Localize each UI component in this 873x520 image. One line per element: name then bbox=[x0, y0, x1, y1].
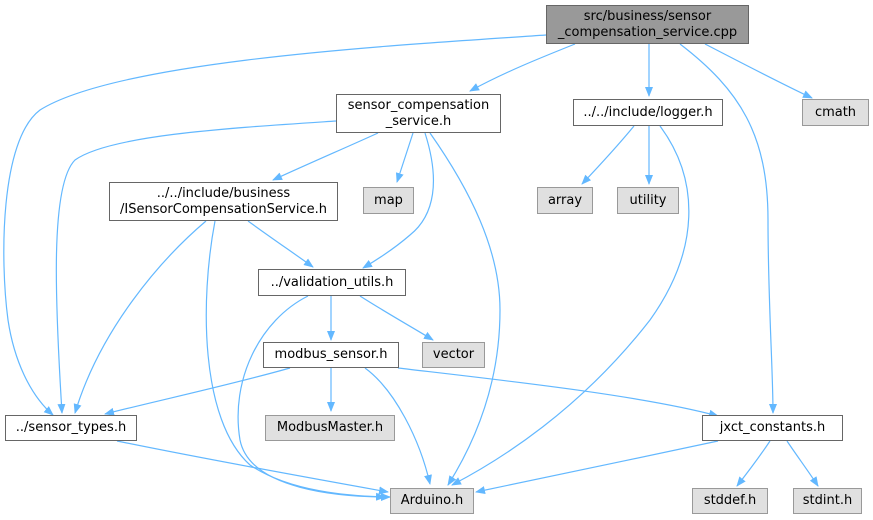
node-utility[interactable]: utility bbox=[617, 187, 679, 214]
edge-root-to-jxct-constants-h bbox=[679, 43, 777, 414]
node-root-file-line2: _compensation_service.cpp bbox=[557, 24, 738, 40]
node-stdint-h-label: stdint.h bbox=[802, 493, 853, 508]
node-sensor-compensation-service-h-line2: _service.h bbox=[385, 113, 452, 129]
node-arduino-h[interactable]: Arduino.h bbox=[390, 488, 474, 514]
edge-logger-h-to-arduino bbox=[451, 125, 690, 486]
node-map[interactable]: map bbox=[363, 187, 414, 214]
node-arduino-h-label: Arduino.h bbox=[400, 493, 464, 508]
node-array[interactable]: array bbox=[537, 187, 593, 214]
edge-sensor-types-to-arduino bbox=[116, 440, 389, 495]
edge-validation-utils-to-arduino bbox=[237, 295, 391, 501]
node-vector[interactable]: vector bbox=[422, 342, 485, 368]
node-jxct-constants-h-label: jxct_constants.h bbox=[719, 420, 826, 435]
edge-isensor-to-sensor-types bbox=[73, 220, 207, 414]
node-sensor-types-h[interactable]: ../sensor_types.h bbox=[5, 415, 137, 441]
edge-root-to-cmath bbox=[704, 43, 813, 99]
node-isensor-compensation-service-h[interactable]: ../../include/business /ISensorCompensat… bbox=[109, 182, 338, 221]
edge-root-to-sensor-types-h bbox=[3, 34, 547, 416]
node-sensor-compensation-service-h[interactable]: sensor_compensation _service.h bbox=[336, 94, 501, 133]
edge-modbus-sensor-to-arduino bbox=[364, 367, 432, 485]
node-logger-h[interactable]: ../../include/logger.h bbox=[573, 99, 723, 126]
edge-logger-h-to-array bbox=[581, 125, 635, 185]
node-validation-utils-h-label: ../validation_utils.h bbox=[270, 274, 394, 290]
node-isensor-compensation-service-h-line2: /ISensorCompensationService.h bbox=[119, 201, 328, 217]
node-cmath-label: cmath bbox=[814, 104, 857, 120]
edge-jxct-constants-to-stddef bbox=[736, 440, 771, 487]
edge-validation-utils-to-vector bbox=[359, 295, 434, 341]
node-root-file[interactable]: src/business/sensor _compensation_servic… bbox=[546, 5, 749, 44]
node-sensor-compensation-service-h-line1: sensor_compensation bbox=[347, 97, 490, 113]
edge-modbus-sensor-to-sensor-types bbox=[104, 367, 291, 416]
edge-isensor-to-validation-utils bbox=[247, 220, 314, 268]
edge-sensor-compensation-service-h-to-arduino bbox=[429, 132, 501, 486]
edge-isensor-to-arduino bbox=[205, 220, 386, 501]
node-modbus-sensor-h[interactable]: modbus_sensor.h bbox=[263, 342, 399, 368]
node-root-file-line1: src/business/sensor bbox=[583, 8, 712, 24]
node-utility-label: utility bbox=[629, 192, 667, 208]
edge-root-to-sensor-compensation-service-h bbox=[469, 43, 576, 92]
node-modbusmaster-h-label: ModbusMaster.h bbox=[276, 420, 384, 435]
node-map-label: map bbox=[374, 192, 403, 208]
node-modbus-sensor-h-label: modbus_sensor.h bbox=[274, 347, 388, 362]
edge-sensor-compensation-service-h-to-isensor bbox=[272, 132, 379, 181]
node-validation-utils-h[interactable]: ../validation_utils.h bbox=[258, 269, 406, 296]
node-logger-h-label: ../../include/logger.h bbox=[583, 104, 713, 120]
node-isensor-compensation-service-h-line1: ../../include/business bbox=[156, 185, 291, 201]
edge-jxct-constants-to-arduino bbox=[475, 440, 719, 494]
node-stddef-h[interactable]: stddef.h bbox=[692, 488, 768, 514]
edge-modbus-sensor-to-jxct-constants bbox=[397, 367, 719, 418]
node-stddef-h-label: stddef.h bbox=[703, 493, 757, 508]
edge-jxct-constants-to-stdint bbox=[786, 440, 819, 487]
node-array-label: array bbox=[547, 192, 583, 208]
node-vector-label: vector bbox=[432, 347, 475, 362]
node-sensor-types-h-label: ../sensor_types.h bbox=[15, 420, 127, 435]
edge-sensor-compensation-service-h-to-validation-utils bbox=[362, 132, 435, 269]
edge-sensor-compensation-service-h-to-map bbox=[395, 132, 414, 183]
edge-sensor-compensation-service-h-to-sensor-types bbox=[55, 120, 337, 414]
node-cmath[interactable]: cmath bbox=[802, 99, 869, 126]
node-jxct-constants-h[interactable]: jxct_constants.h bbox=[702, 415, 843, 441]
node-stdint-h[interactable]: stdint.h bbox=[793, 488, 862, 514]
node-modbusmaster-h[interactable]: ModbusMaster.h bbox=[265, 415, 395, 441]
